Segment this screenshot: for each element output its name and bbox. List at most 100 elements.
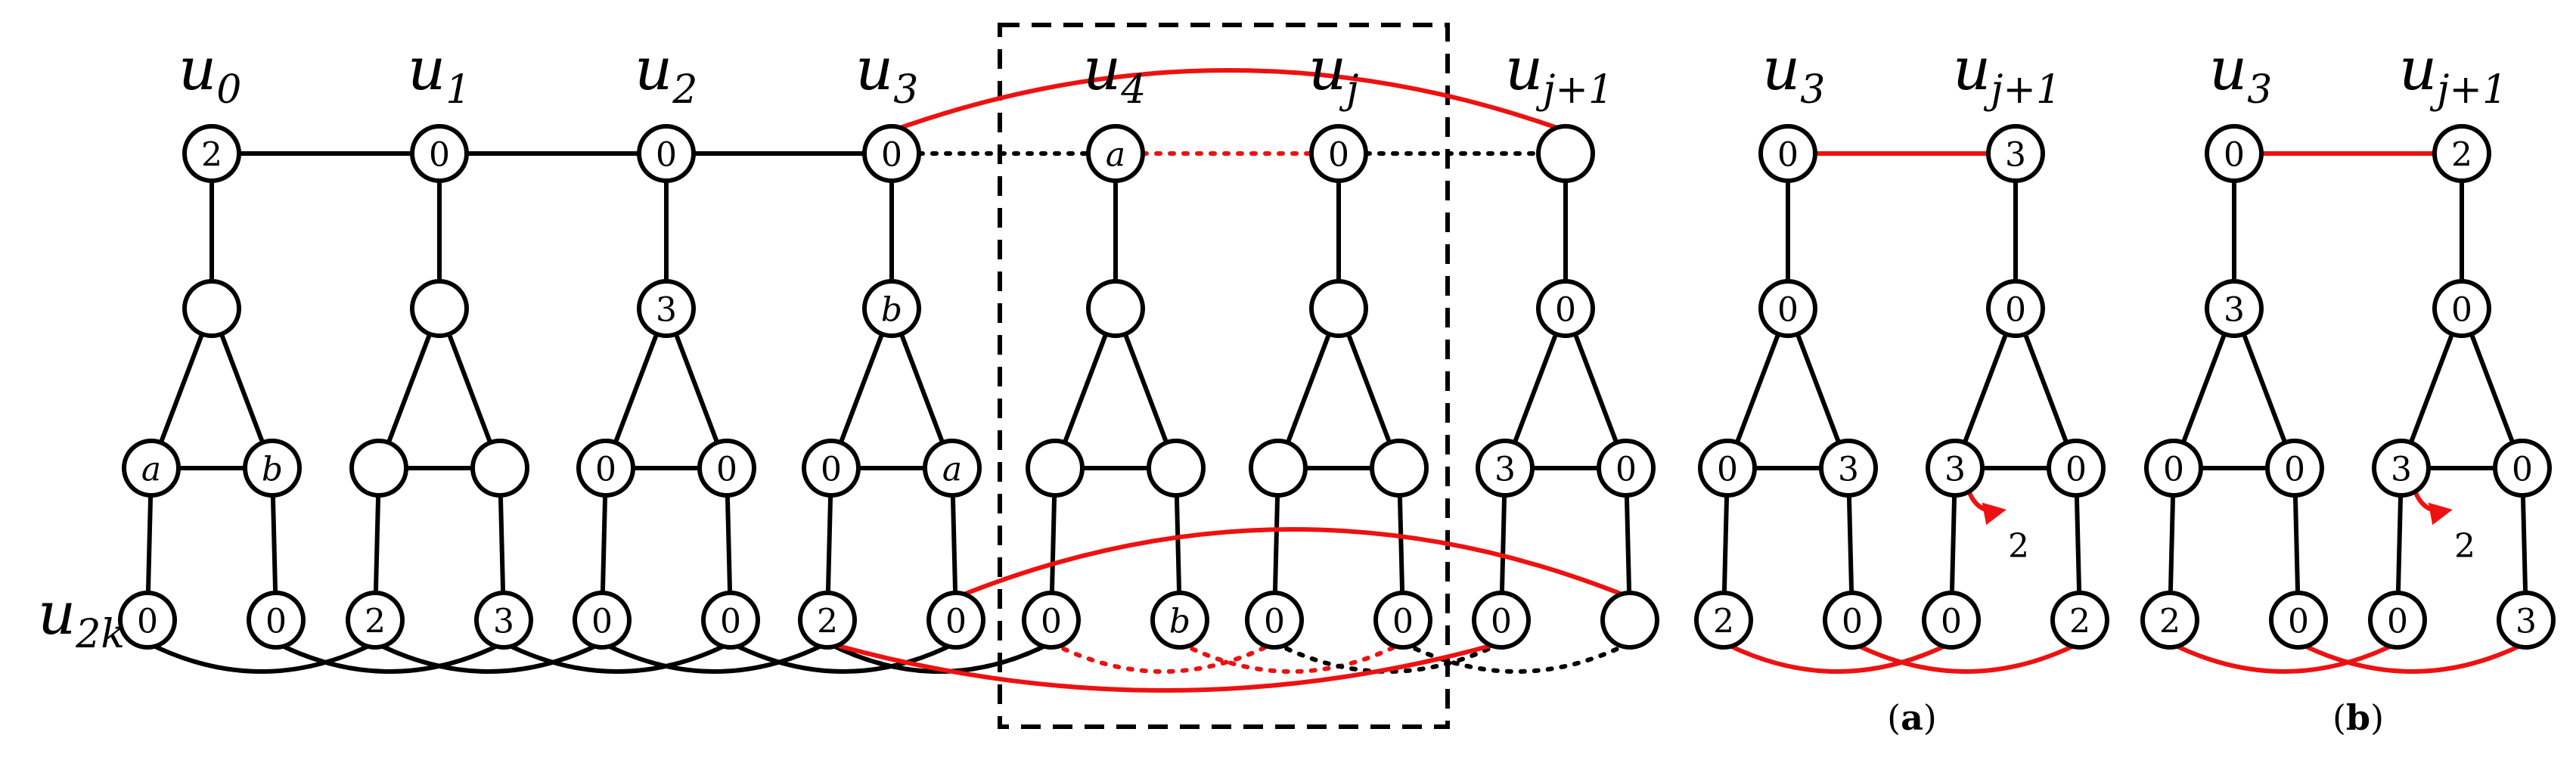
panel-a-g1-node-mid-label: 0 [2005, 291, 2026, 330]
bottom-arc-2 [374, 641, 604, 674]
g2-node-br: 0 [701, 591, 760, 650]
g6-node-left-label: 3 [1494, 451, 1516, 489]
header-label-a-uj1: uj+1 [1953, 36, 2061, 113]
g2-node-bl: 0 [573, 591, 632, 650]
g0-node-left: a [122, 439, 181, 498]
bottom-red-arc-long-below [827, 641, 1502, 693]
g3-node-right-label: a [942, 451, 962, 489]
panel-b-g0-node-right: 0 [2265, 439, 2324, 498]
g6-node-top [1536, 124, 1595, 183]
panel-a-g1-node-right: 0 [2047, 439, 2106, 498]
g4-node-bl-label: 0 [1041, 603, 1062, 641]
panel-b-g0-node-left: 0 [2144, 439, 2203, 498]
g1-node-br: 3 [474, 591, 533, 650]
caption-a: (a) [1887, 697, 1937, 738]
bottom-arc-1 [275, 641, 505, 674]
g1-node-left [349, 439, 408, 498]
g1-node-mid [410, 279, 469, 338]
g0-node-bl-label: 0 [137, 603, 158, 641]
g0-node-top-label: 2 [201, 136, 222, 175]
panel-b-g1-node-top-label: 2 [2451, 136, 2472, 175]
g2-node-mid: 3 [637, 279, 696, 338]
g2-node-right-label: 0 [716, 451, 737, 489]
g5-node-left [1249, 439, 1308, 498]
bottom-dotted-red-arc-b [1049, 641, 1277, 674]
panel-a-g1-node-left-label: 3 [1944, 451, 1966, 489]
panel-a-arrow-label: 2 [2008, 527, 2029, 566]
g3-node-bl-label: 2 [817, 603, 838, 641]
header-label-b-u3: u3 [2209, 36, 2272, 113]
panel-a-g0-node-mid: 0 [1758, 279, 1817, 338]
g3-node-br-label: 0 [945, 603, 967, 641]
g6-node-right: 0 [1597, 439, 1656, 498]
g0-node-top: 2 [182, 124, 241, 183]
panel-b-g1-node-mid-label: 0 [2451, 291, 2472, 330]
panel-b-g0-node-left-label: 0 [2163, 451, 2184, 489]
header-label-u4: u4 [1083, 36, 1146, 113]
g2-node-mid-label: 3 [656, 291, 677, 330]
panel-b-recolor-arrow [2413, 489, 2453, 526]
panel-b-g1-node-br-label: 3 [2515, 603, 2537, 641]
panel-a-g0-node-top-label: 0 [1777, 136, 1799, 175]
g3-node-mid-label: b [881, 291, 902, 330]
bottom-red-arc-long-above [954, 527, 1631, 600]
panel-b-g1-node-top: 2 [2432, 124, 2491, 183]
header-label-u2: u2 [635, 36, 697, 113]
g6-node-mid-label: 0 [1555, 291, 1576, 330]
g3-node-top-label: 0 [881, 136, 902, 175]
header-label-u3: u3 [855, 36, 918, 113]
g2-node-right: 0 [697, 439, 756, 498]
header-label-u0: u0 [178, 36, 241, 113]
panel-a-g1-node-mid: 0 [1986, 279, 2045, 338]
panel-a-g1-node-top: 3 [1986, 124, 2045, 183]
panel-a-g0-node-bl-label: 2 [1713, 603, 1734, 641]
g5-node-br-label: 0 [1392, 603, 1414, 641]
header-label-b-uj1: uj+1 [2399, 36, 2507, 113]
panel-b-g0-node-bl: 2 [2140, 591, 2199, 650]
dashed-selection-box [998, 23, 1450, 729]
panel-a-recolor-arrow [1966, 489, 2006, 526]
header-label-uj: uj [1308, 36, 1358, 113]
g4-node-bl: 0 [1022, 591, 1081, 650]
panel-b-g0-node-top: 0 [2205, 124, 2264, 183]
g2-node-bl-label: 0 [591, 603, 613, 641]
g2-node-top-label: 0 [656, 136, 677, 175]
bottom-arc-3 [502, 641, 732, 674]
panel-b-g1-node-br: 3 [2497, 591, 2556, 650]
panel-a-g0-node-br: 0 [1823, 591, 1882, 650]
g1-node-top-label: 0 [429, 136, 450, 175]
g0-node-br-label: 0 [265, 603, 287, 641]
g6-node-bl-label: 0 [1491, 603, 1512, 641]
g0-node-left-label: a [141, 451, 161, 489]
panel-a-g1-node-right-label: 0 [2065, 451, 2087, 489]
g5-node-right [1370, 439, 1429, 498]
panel-b-bottom-arc-2 [2297, 641, 2528, 674]
g5-node-bl-label: 0 [1264, 603, 1285, 641]
g3-node-right: a [923, 439, 982, 498]
panel-b-g1-node-mid: 0 [2432, 279, 2491, 338]
panel-b-g1-node-bl-label: 0 [2387, 603, 2408, 641]
g0-node-br: 0 [247, 591, 306, 650]
g4-node-right [1147, 439, 1206, 498]
bottom-dotted-arc-a [825, 641, 1054, 674]
g0-node-bl: 0 [118, 591, 177, 650]
bottom-arc-4 [601, 641, 829, 674]
g5-node-top: 0 [1309, 124, 1368, 183]
bottom-dotted-red-arc-c [1178, 641, 1405, 674]
g6-node-mid: 0 [1536, 279, 1595, 338]
g3-node-left: 0 [802, 439, 861, 498]
panel-b-arrow-label: 2 [2454, 527, 2475, 566]
g6-node-bl: 0 [1472, 591, 1531, 650]
panel-a-g0-node-right: 3 [1819, 439, 1878, 498]
caption-b: (b) [2332, 697, 2384, 738]
g1-node-br-label: 3 [493, 603, 514, 641]
panel-a-g0-node-top: 0 [1758, 124, 1817, 183]
g3-node-mid: b [862, 279, 921, 338]
bottom-arc-0 [146, 641, 377, 674]
panel-a-g1-node-bl: 0 [1922, 591, 1981, 650]
panel-b-g1-node-right: 0 [2493, 439, 2552, 498]
g4-node-left [1026, 439, 1085, 498]
g4-node-br: b [1150, 591, 1209, 650]
